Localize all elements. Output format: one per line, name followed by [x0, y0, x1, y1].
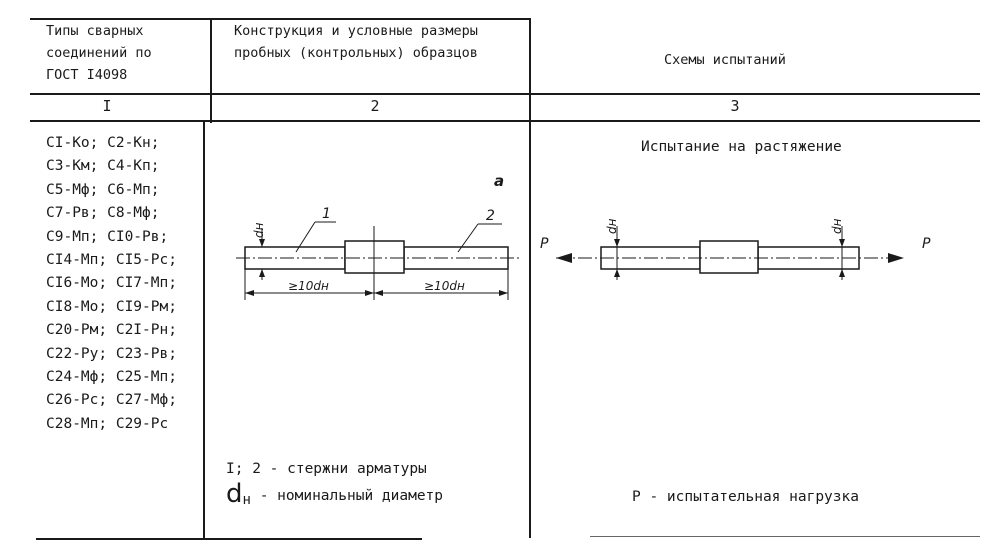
legend-diameter-text: - номинальный диаметр — [259, 488, 444, 504]
specimen-variant-label: а — [494, 172, 504, 190]
force-arrow-left — [556, 253, 572, 263]
list-item: С22-Ру; С23-Рв; — [46, 345, 177, 362]
list-item: CI-Ко; С2-Кн; — [46, 135, 160, 151]
table-top-rule — [30, 18, 530, 20]
column-number-1: I — [102, 97, 112, 115]
list-item: С5-Мф; С6-Мп; — [46, 181, 160, 198]
dim-arrow — [245, 290, 508, 296]
legend-diameter: dн - номинальный диаметр — [226, 481, 444, 512]
scheme-coupling — [699, 240, 759, 274]
list-item: С9-Мп; СI0-Рв; — [46, 228, 169, 245]
leader-rod-2 — [457, 223, 479, 253]
tension-scheme-drawing — [556, 226, 904, 280]
list-item: С24-Мф; С25-Мп; — [46, 369, 177, 386]
legend-rods: I; 2 - стержни арматуры — [226, 461, 427, 477]
column-divider-1 — [210, 18, 212, 123]
column-number-2: 2 — [370, 97, 380, 115]
header-bottom-rule — [30, 93, 980, 95]
column-divider-2 — [529, 18, 531, 538]
legend-diameter-symbol: d — [226, 479, 243, 509]
list-item: С20-Рм; С2I-Рн; — [46, 322, 177, 339]
length-label-right: ≥10dн — [424, 279, 465, 293]
rod-label-2: 2 — [486, 208, 495, 224]
force-label-right: Р — [922, 236, 931, 252]
list-item: СI4-Мп; СI5-Рс; — [46, 252, 177, 269]
list-item: С26-Рс; С27-Мф; — [46, 392, 177, 409]
force-arrow-right — [888, 253, 904, 263]
list-item: СI8-Мо; СI9-Рм; — [46, 298, 177, 315]
joint-types-list: CI-Ко; С2-Кн; С3-Км; С4-Кп; С5-Мф; С6-Мп… — [46, 132, 177, 436]
column-number-3: 3 — [730, 97, 740, 115]
list-item: С7-Рв; С8-Мф; — [46, 205, 160, 222]
table-bottom-rule-right — [590, 536, 980, 537]
list-item: СI6-Мо; СI7-Мп; — [46, 275, 177, 292]
numbers-bottom-rule — [30, 120, 980, 122]
specimen-drawing — [236, 221, 520, 300]
specimen-diameter-label: dн — [252, 222, 266, 238]
header-joint-types-line: Типы сварных — [46, 23, 144, 39]
rod-label-1: 1 — [322, 206, 331, 222]
header-specimen-line: пробных (контрольных) образцов — [234, 45, 478, 61]
list-item: С3-Км; С4-Кп; — [46, 158, 160, 175]
header-specimen-line: Конструкция и условные размеры — [234, 23, 478, 39]
test-title: Испытание на растяжение — [641, 139, 842, 155]
header-test-schemes: Схемы испытаний — [664, 52, 786, 68]
header-joint-types-line: соединений по — [46, 45, 152, 61]
legend-diameter-subscript: н — [242, 491, 251, 508]
leader-rod-1 — [295, 221, 316, 253]
header-specimen-construction: Конструкция и условные размеры пробных (… — [234, 20, 478, 64]
scheme-diameter-label-right: dн — [830, 218, 844, 234]
scheme-diameter-label-left: dн — [605, 218, 619, 234]
column-divider-1-lower — [203, 122, 205, 538]
header-joint-types: Типы сварных соединений по ГОСТ I4098 — [46, 20, 152, 86]
table-bottom-rule-left — [36, 538, 422, 540]
diameter-arrow — [259, 239, 265, 277]
legend-load: Р - испытательная нагрузка — [632, 489, 859, 505]
force-label-left: Р — [540, 236, 549, 252]
length-label-left: ≥10dн — [288, 279, 329, 293]
list-item: С28-Мп; С29-Рс — [46, 415, 169, 432]
header-joint-types-line: ГОСТ I4098 — [46, 67, 128, 83]
